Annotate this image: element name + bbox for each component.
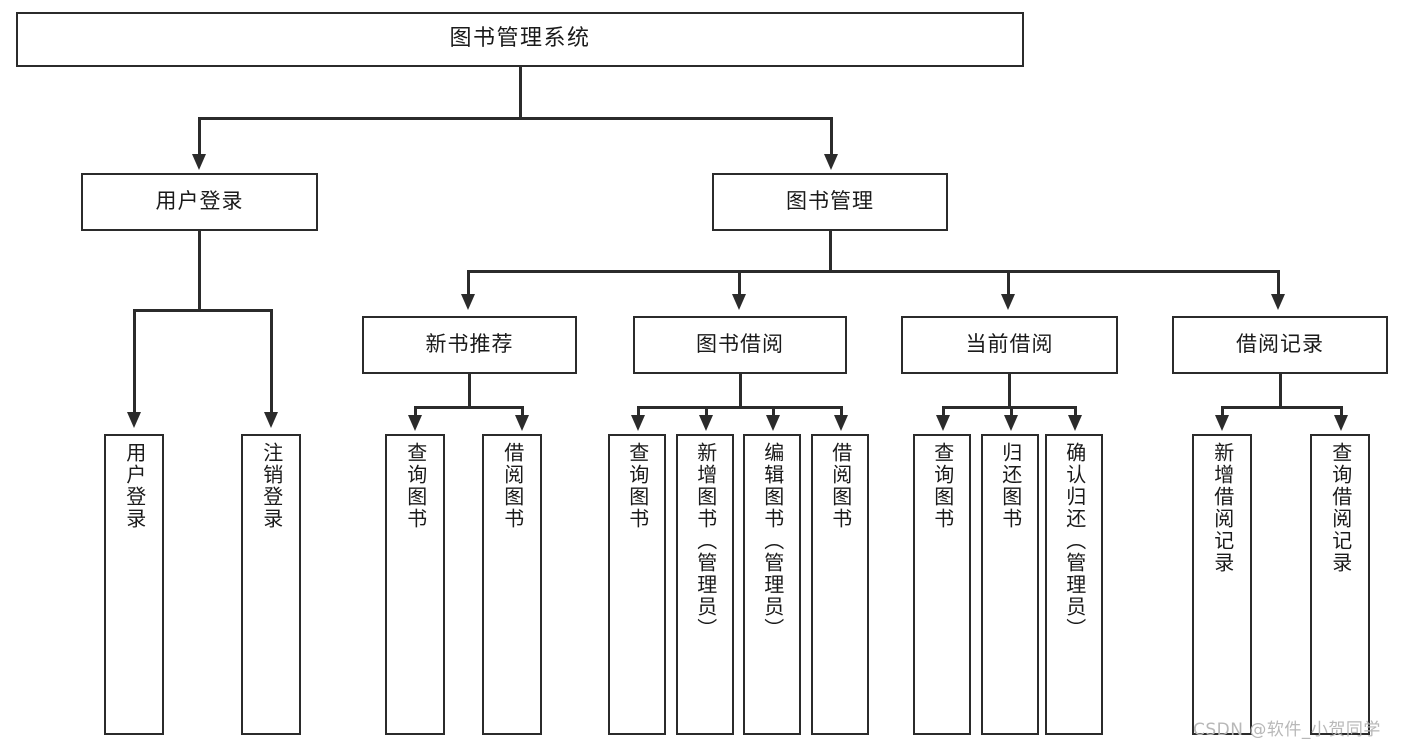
leaf-new-book-query-book[interactable]: 查询图书 bbox=[385, 434, 445, 735]
node-label: 图书管理系统 bbox=[449, 26, 591, 52]
connector-book-borrow-to-leaf-4 bbox=[840, 406, 843, 418]
node-label: 查询图书 bbox=[403, 442, 428, 530]
connector-book-borrow-to-leaf-3 bbox=[772, 406, 775, 418]
connector-borrow-record-to-leaf-2 bbox=[1340, 406, 1343, 418]
node-new-book-recommend[interactable]: 新书推荐 bbox=[362, 316, 577, 374]
connector-root-stem bbox=[519, 67, 522, 118]
connector-borrow-record-to-leaf-1 bbox=[1221, 406, 1224, 418]
node-label: 新增图书（管理员） bbox=[693, 442, 718, 640]
connector-current-borrow-to-leaf-3 bbox=[1074, 406, 1077, 418]
connector-current-borrow-to-leaf-2 bbox=[1010, 406, 1013, 418]
node-root-library-system[interactable]: 图书管理系统 bbox=[16, 12, 1024, 67]
connector-user-login-to-leaf-1 bbox=[133, 309, 136, 415]
connector-new-book-to-leaf-1 bbox=[414, 406, 417, 418]
connector-book-manage-to-book-borrow bbox=[738, 270, 741, 297]
arrow-new-book-leaf-2-icon bbox=[515, 415, 529, 431]
arrow-book-manage-current-borrow-icon bbox=[1001, 294, 1015, 310]
connector-book-borrow-bus bbox=[637, 406, 841, 409]
leaf-borrow-record-query-record[interactable]: 查询借阅记录 bbox=[1310, 434, 1370, 735]
arrow-new-book-leaf-1-icon bbox=[408, 415, 422, 431]
node-book-manage[interactable]: 图书管理 bbox=[712, 173, 948, 231]
arrow-book-manage-book-borrow-icon bbox=[732, 294, 746, 310]
connector-book-borrow-stem bbox=[739, 374, 742, 408]
connector-user-login-stem bbox=[198, 231, 201, 311]
leaf-book-borrow-edit-book-admin[interactable]: 编辑图书（管理员） bbox=[743, 434, 801, 735]
node-label: 注销登录 bbox=[259, 442, 284, 530]
node-label: 查询图书 bbox=[625, 442, 650, 530]
connector-borrow-record-bus bbox=[1221, 406, 1341, 409]
node-label: 借阅图书 bbox=[500, 442, 525, 530]
arrow-current-borrow-leaf-2-icon bbox=[1004, 415, 1018, 431]
connector-current-borrow-to-leaf-1 bbox=[942, 406, 945, 418]
node-borrow-record[interactable]: 借阅记录 bbox=[1172, 316, 1388, 374]
node-book-borrow[interactable]: 图书借阅 bbox=[633, 316, 847, 374]
arrow-borrow-record-leaf-2-icon bbox=[1334, 415, 1348, 431]
leaf-current-borrow-query-book[interactable]: 查询图书 bbox=[913, 434, 971, 735]
leaf-borrow-record-add-record[interactable]: 新增借阅记录 bbox=[1192, 434, 1252, 735]
connector-book-manage-to-borrow-record bbox=[1277, 270, 1280, 297]
node-label: 归还图书 bbox=[998, 442, 1023, 530]
connector-book-borrow-to-leaf-1 bbox=[637, 406, 640, 418]
connector-new-book-to-leaf-2 bbox=[521, 406, 524, 418]
arrow-current-borrow-leaf-1-icon bbox=[936, 415, 950, 431]
node-label: 编辑图书（管理员） bbox=[760, 442, 785, 640]
node-current-borrow[interactable]: 当前借阅 bbox=[901, 316, 1118, 374]
connector-root-to-book-manage bbox=[830, 117, 833, 157]
csdn-watermark: CSDN @软件_小贺同学 bbox=[1193, 720, 1381, 740]
node-label: 查询借阅记录 bbox=[1328, 442, 1353, 574]
node-label: 图书管理 bbox=[786, 189, 874, 214]
arrow-book-borrow-leaf-3-icon bbox=[766, 415, 780, 431]
arrow-book-manage-borrow-record-icon bbox=[1271, 294, 1285, 310]
leaf-current-borrow-confirm-return-admin[interactable]: 确认归还（管理员） bbox=[1045, 434, 1103, 735]
leaf-book-borrow-add-book-admin[interactable]: 新增图书（管理员） bbox=[676, 434, 734, 735]
arrow-user-login-leaf-2-icon bbox=[264, 412, 278, 428]
connector-root-to-user-login bbox=[198, 117, 201, 157]
arrow-book-manage-new-book-icon bbox=[461, 294, 475, 310]
connector-user-login-to-leaf-2 bbox=[270, 309, 273, 415]
connector-new-book-bus bbox=[414, 406, 522, 409]
node-label: 借阅图书 bbox=[828, 442, 853, 530]
node-label: 当前借阅 bbox=[965, 332, 1054, 357]
arrow-root-to-book-manage-icon bbox=[824, 154, 838, 170]
node-label: 查询图书 bbox=[930, 442, 955, 530]
leaf-book-borrow-query-book[interactable]: 查询图书 bbox=[608, 434, 666, 735]
arrow-borrow-record-leaf-1-icon bbox=[1215, 415, 1229, 431]
connector-root-bus bbox=[198, 117, 832, 120]
connector-new-book-stem bbox=[468, 374, 471, 408]
node-user-login[interactable]: 用户登录 bbox=[81, 173, 318, 231]
node-label: 借阅记录 bbox=[1236, 332, 1324, 357]
connector-book-borrow-to-leaf-2 bbox=[705, 406, 708, 418]
node-label: 确认归还（管理员） bbox=[1062, 442, 1087, 640]
node-label: 图书借阅 bbox=[696, 332, 784, 357]
connector-book-manage-stem bbox=[829, 231, 832, 272]
connector-current-borrow-stem bbox=[1008, 374, 1011, 408]
connector-borrow-record-stem bbox=[1279, 374, 1282, 408]
arrow-book-borrow-leaf-2-icon bbox=[699, 415, 713, 431]
arrow-user-login-leaf-1-icon bbox=[127, 412, 141, 428]
node-label: 用户登录 bbox=[122, 442, 147, 530]
connector-book-manage-to-current-borrow bbox=[1007, 270, 1010, 297]
leaf-new-book-borrow-book[interactable]: 借阅图书 bbox=[482, 434, 542, 735]
leaf-current-borrow-return-book[interactable]: 归还图书 bbox=[981, 434, 1039, 735]
arrow-root-to-user-login-icon bbox=[192, 154, 206, 170]
arrow-current-borrow-leaf-3-icon bbox=[1068, 415, 1082, 431]
leaf-user-login-signin[interactable]: 用户登录 bbox=[104, 434, 164, 735]
node-label: 新书推荐 bbox=[425, 332, 514, 357]
connector-current-borrow-bus bbox=[942, 406, 1075, 409]
connector-book-manage-bus bbox=[467, 270, 1279, 273]
connector-user-login-bus bbox=[133, 309, 270, 312]
connector-book-manage-to-new-book bbox=[467, 270, 470, 297]
node-label: 新增借阅记录 bbox=[1210, 442, 1235, 574]
leaf-book-borrow-borrow-book[interactable]: 借阅图书 bbox=[811, 434, 869, 735]
arrow-book-borrow-leaf-1-icon bbox=[631, 415, 645, 431]
node-label: 用户登录 bbox=[155, 189, 244, 214]
arrow-book-borrow-leaf-4-icon bbox=[834, 415, 848, 431]
leaf-user-login-signout[interactable]: 注销登录 bbox=[241, 434, 301, 735]
